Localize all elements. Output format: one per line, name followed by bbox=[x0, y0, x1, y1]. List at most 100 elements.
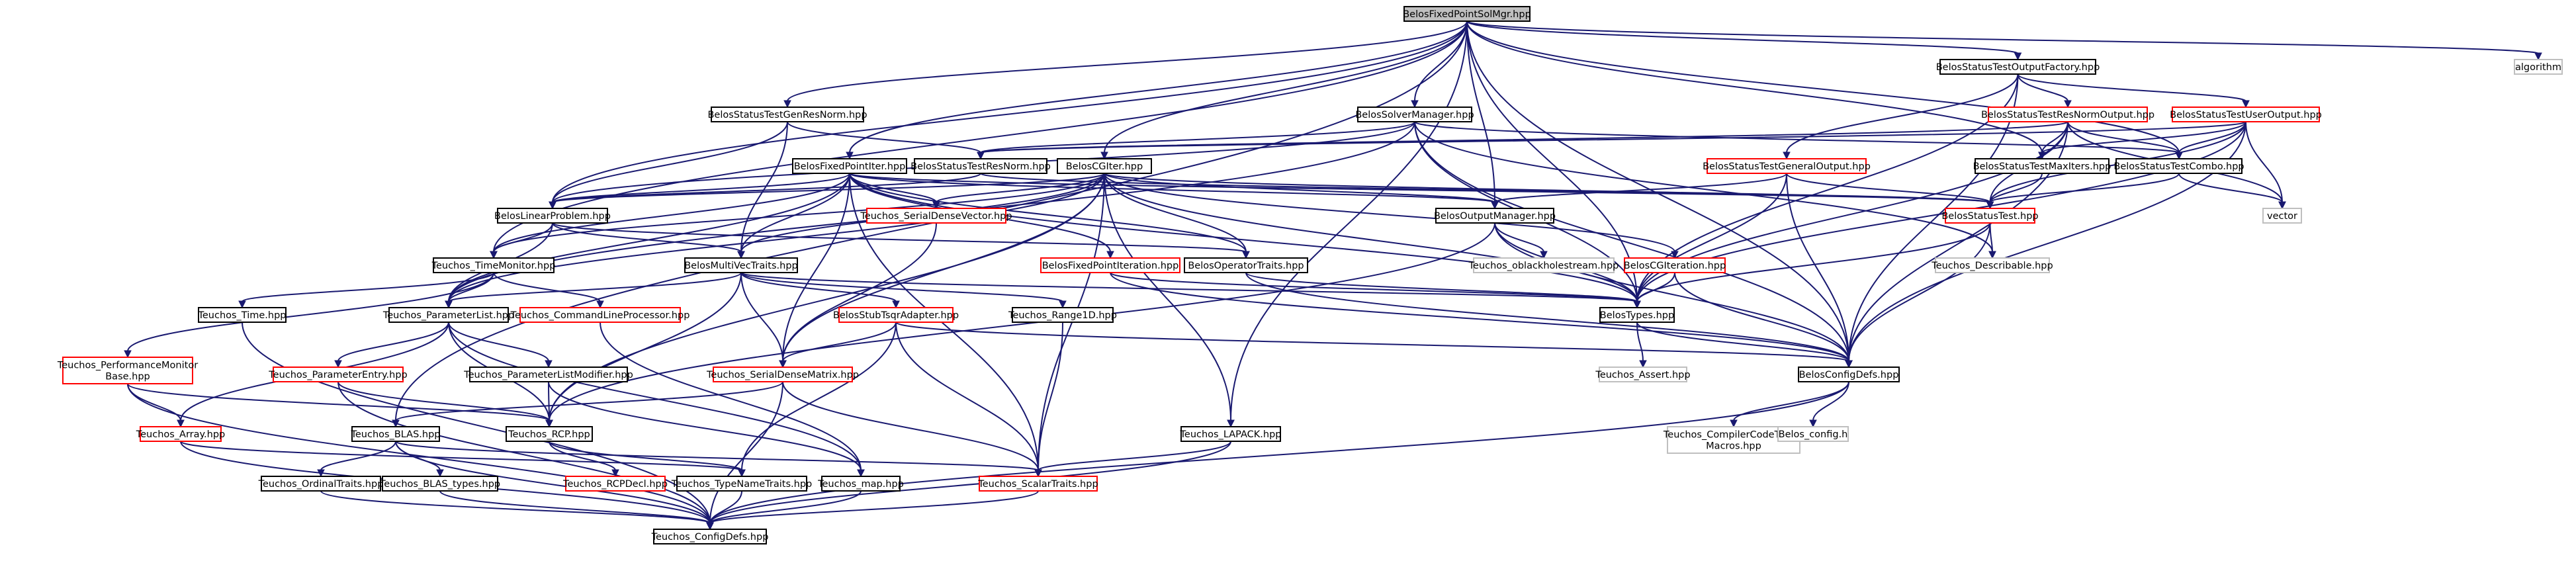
dependency-edge-multi-vec-traits-to-serial-dense-matrix bbox=[740, 272, 787, 368]
dependency-edge-time-monitor-to-teuchos-time bbox=[238, 272, 494, 309]
node-teuchos-map[interactable]: Teuchos_map.hpp bbox=[817, 476, 904, 492]
node-label: BelosFixedPointIteration.hpp bbox=[1042, 261, 1179, 271]
dependency-edge-param-list-modifier-to-teuchos-map bbox=[548, 381, 865, 478]
dependency-edge-parameter-entry-to-teuchos-rcp bbox=[337, 381, 553, 428]
node-type-name-traits[interactable]: Teuchos_TypeNameTraits.hpp bbox=[671, 476, 812, 492]
node-label: Teuchos_SerialDenseVector.hpp bbox=[860, 211, 1012, 222]
node-label: Teuchos_TimeMonitor.hpp bbox=[431, 261, 556, 271]
dependency-edge-linear-problem-to-operator-traits bbox=[552, 222, 1250, 259]
node-box bbox=[2514, 59, 2563, 75]
node-belos-types[interactable]: BelosTypes.hpp bbox=[1599, 307, 1675, 323]
node-label: vector bbox=[2267, 211, 2297, 222]
node-st-out-factory[interactable]: BelosStatusTestOutputFactory.hpp bbox=[1936, 59, 2100, 75]
node-param-list-modifier[interactable]: Teuchos_ParameterListModifier.hpp bbox=[463, 367, 633, 382]
node-box bbox=[1012, 307, 1114, 323]
node-label: BelosMultiVecTraits.hpp bbox=[684, 261, 798, 271]
node-label: Teuchos_Range1D.hpp bbox=[1008, 310, 1117, 321]
dependency-edge-st-combo-to-vector bbox=[2178, 173, 2286, 210]
node-st-combo[interactable]: BelosStatusTestCombo.hpp bbox=[2113, 158, 2244, 174]
dependency-edge-time-monitor-to-perf-monitor-base bbox=[124, 272, 494, 359]
node-box bbox=[1180, 426, 1281, 442]
node-parameter-entry[interactable]: Teuchos_ParameterEntry.hpp bbox=[268, 367, 408, 382]
node-cmd-line-proc[interactable]: Teuchos_CommandLineProcessor.hpp bbox=[510, 307, 690, 323]
node-operator-traits[interactable]: BelosOperatorTraits.hpp bbox=[1184, 257, 1308, 273]
node-range1d[interactable]: Teuchos_Range1D.hpp bbox=[1008, 307, 1117, 323]
dependency-edge-teuchos-rcp-to-type-name-traits bbox=[549, 441, 746, 478]
node-linear-problem[interactable]: BelosLinearProblem.hpp bbox=[494, 208, 611, 224]
node-scalar-traits[interactable]: Teuchos_ScalarTraits.hpp bbox=[977, 476, 1098, 492]
dependency-edge-belos-types-to-teuchos-assert bbox=[1636, 322, 1647, 368]
node-label: Teuchos_BLAS_types.hpp bbox=[379, 479, 500, 490]
node-label: Teuchos_ConfigDefs.hpp bbox=[651, 532, 769, 542]
node-box bbox=[676, 476, 807, 492]
node-label: Teuchos_RCPDecl.hpp bbox=[562, 479, 668, 490]
node-box bbox=[914, 158, 1047, 174]
node-st-gen-res-norm[interactable]: BelosStatusTestGenResNorm.hpp bbox=[707, 107, 867, 122]
node-box bbox=[198, 307, 287, 323]
node-box bbox=[261, 476, 381, 492]
node-box bbox=[388, 307, 509, 323]
node-multi-vec-traits[interactable]: BelosMultiVecTraits.hpp bbox=[684, 257, 798, 273]
node-rcp-decl[interactable]: Teuchos_RCPDecl.hpp bbox=[562, 476, 668, 492]
dependency-edge-param-list-modifier-to-teuchos-rcp bbox=[545, 381, 553, 428]
node-cg-iteration[interactable]: BelosCGIteration.hpp bbox=[1624, 257, 1726, 273]
node-cg-iter[interactable]: BelosCGIter.hpp bbox=[1057, 158, 1152, 174]
dependency-edge-fixed-point-iteration-to-belos-types bbox=[1110, 272, 1641, 309]
node-stub-tsqr-adapter[interactable]: BelosStubTsqrAdapter.hpp bbox=[833, 307, 959, 323]
node-fixed-point-iter[interactable]: BelosFixedPointIter.hpp bbox=[792, 158, 907, 174]
node-teuchos-blas[interactable]: Teuchos_BLAS.hpp bbox=[350, 426, 441, 442]
node-box bbox=[1798, 367, 1900, 382]
dependency-edge-solver-mgr-to-st-res-norm bbox=[977, 121, 1415, 160]
node-time-monitor[interactable]: Teuchos_TimeMonitor.hpp bbox=[431, 257, 556, 273]
node-box bbox=[62, 357, 193, 384]
dependency-edge-fixed-point-sol-mgr-to-teuchos-lapack bbox=[1227, 21, 1468, 428]
dependency-edge-cg-iteration-to-belos-types bbox=[1633, 272, 1675, 309]
node-blas-types[interactable]: Teuchos_BLAS_types.hpp bbox=[379, 476, 500, 492]
dependency-edge-st-combo-to-status-test bbox=[1986, 173, 2180, 210]
node-parameter-list[interactable]: Teuchos_ParameterList.hpp bbox=[382, 307, 514, 323]
node-label: Teuchos_ParameterListModifier.hpp bbox=[463, 370, 633, 380]
node-st-user-out[interactable]: BelosStatusTestUserOutput.hpp bbox=[2170, 107, 2322, 122]
node-teuchos-lapack[interactable]: Teuchos_LAPACK.hpp bbox=[1180, 426, 1282, 442]
node-solver-mgr[interactable]: BelosSolverManager.hpp bbox=[1355, 107, 1474, 122]
node-box bbox=[351, 426, 440, 442]
node-teuchos-rcp[interactable]: Teuchos_RCP.hpp bbox=[506, 426, 593, 442]
node-fixed-point-iteration[interactable]: BelosFixedPointIteration.hpp bbox=[1040, 257, 1180, 273]
node-config-defs[interactable]: Teuchos_ConfigDefs.hpp bbox=[651, 529, 769, 544]
node-describable: Teuchos_Describable.hpp bbox=[1931, 257, 2053, 273]
node-label: BelosStatusTestGenResNorm.hpp bbox=[707, 110, 867, 120]
node-st-res-norm-out[interactable]: BelosStatusTestResNormOutput.hpp bbox=[1981, 107, 2154, 122]
node-teuchos-array[interactable]: Teuchos_Array.hpp bbox=[136, 426, 226, 442]
dependency-edge-serial-dense-matrix-to-teuchos-blas bbox=[392, 381, 783, 428]
node-label: BelosStatusTestUserOutput.hpp bbox=[2170, 110, 2322, 120]
dependency-edge-st-gen-out-to-belos-config-defs bbox=[1786, 173, 1853, 368]
dependency-edge-cg-iter-to-cg-iteration bbox=[1104, 173, 1679, 259]
node-st-max-iters[interactable]: BelosStatusTestMaxIters.hpp bbox=[1973, 158, 2111, 174]
dependency-edge-multi-vec-traits-to-teuchos-rcp bbox=[545, 272, 742, 428]
node-status-test[interactable]: BelosStatusTest.hpp bbox=[1941, 208, 2039, 224]
node-st-gen-out[interactable]: BelosStatusTestGeneralOutput.hpp bbox=[1703, 158, 1871, 174]
node-label: BelosStatusTestOutputFactory.hpp bbox=[1936, 62, 2100, 73]
node-ordinal-traits[interactable]: Teuchos_OrdinalTraits.hpp bbox=[258, 476, 384, 492]
dependency-edge-cg-iter-to-teuchos-lapack bbox=[1104, 173, 1235, 428]
dependency-edge-range1d-to-scalar-traits bbox=[1034, 322, 1063, 478]
dependency-edge-teuchos-rcp-to-rcp-decl bbox=[549, 441, 619, 478]
node-label: Belos_config.h bbox=[1779, 429, 1848, 440]
node-serial-dense-vector[interactable]: Teuchos_SerialDenseVector.hpp bbox=[860, 208, 1012, 224]
dependency-edge-cg-iter-to-linear-problem bbox=[549, 173, 1105, 210]
node-label: BelosStatusTestGeneralOutput.hpp bbox=[1703, 161, 1871, 172]
dependency-edge-output-mgr-to-teuchos-rcp bbox=[545, 222, 1495, 428]
dependency-edge-belos-config-defs-to-compiler-code-tweak bbox=[1730, 381, 1849, 428]
node-label: Teuchos_CompilerCodeTweak bbox=[1663, 430, 1804, 441]
node-st-res-norm[interactable]: BelosStatusTestResNorm.hpp bbox=[910, 158, 1051, 174]
node-teuchos-time[interactable]: Teuchos_Time.hpp bbox=[197, 307, 287, 323]
node-box bbox=[497, 208, 608, 224]
dependency-edge-serial-dense-vector-to-serial-dense-matrix bbox=[779, 222, 937, 368]
node-belos-config-defs[interactable]: BelosConfigDefs.hpp bbox=[1798, 367, 1900, 382]
nodes-layer: BelosFixedPointSolMgr.hppalgorithmBelosS… bbox=[57, 6, 2563, 544]
node-output-mgr[interactable]: BelosOutputManager.hpp bbox=[1434, 208, 1556, 224]
dependency-edge-st-gen-out-to-output-mgr bbox=[1491, 173, 1787, 210]
node-serial-dense-matrix[interactable]: Teuchos_SerialDenseMatrix.hpp bbox=[706, 367, 859, 382]
node-box bbox=[2172, 107, 2320, 122]
